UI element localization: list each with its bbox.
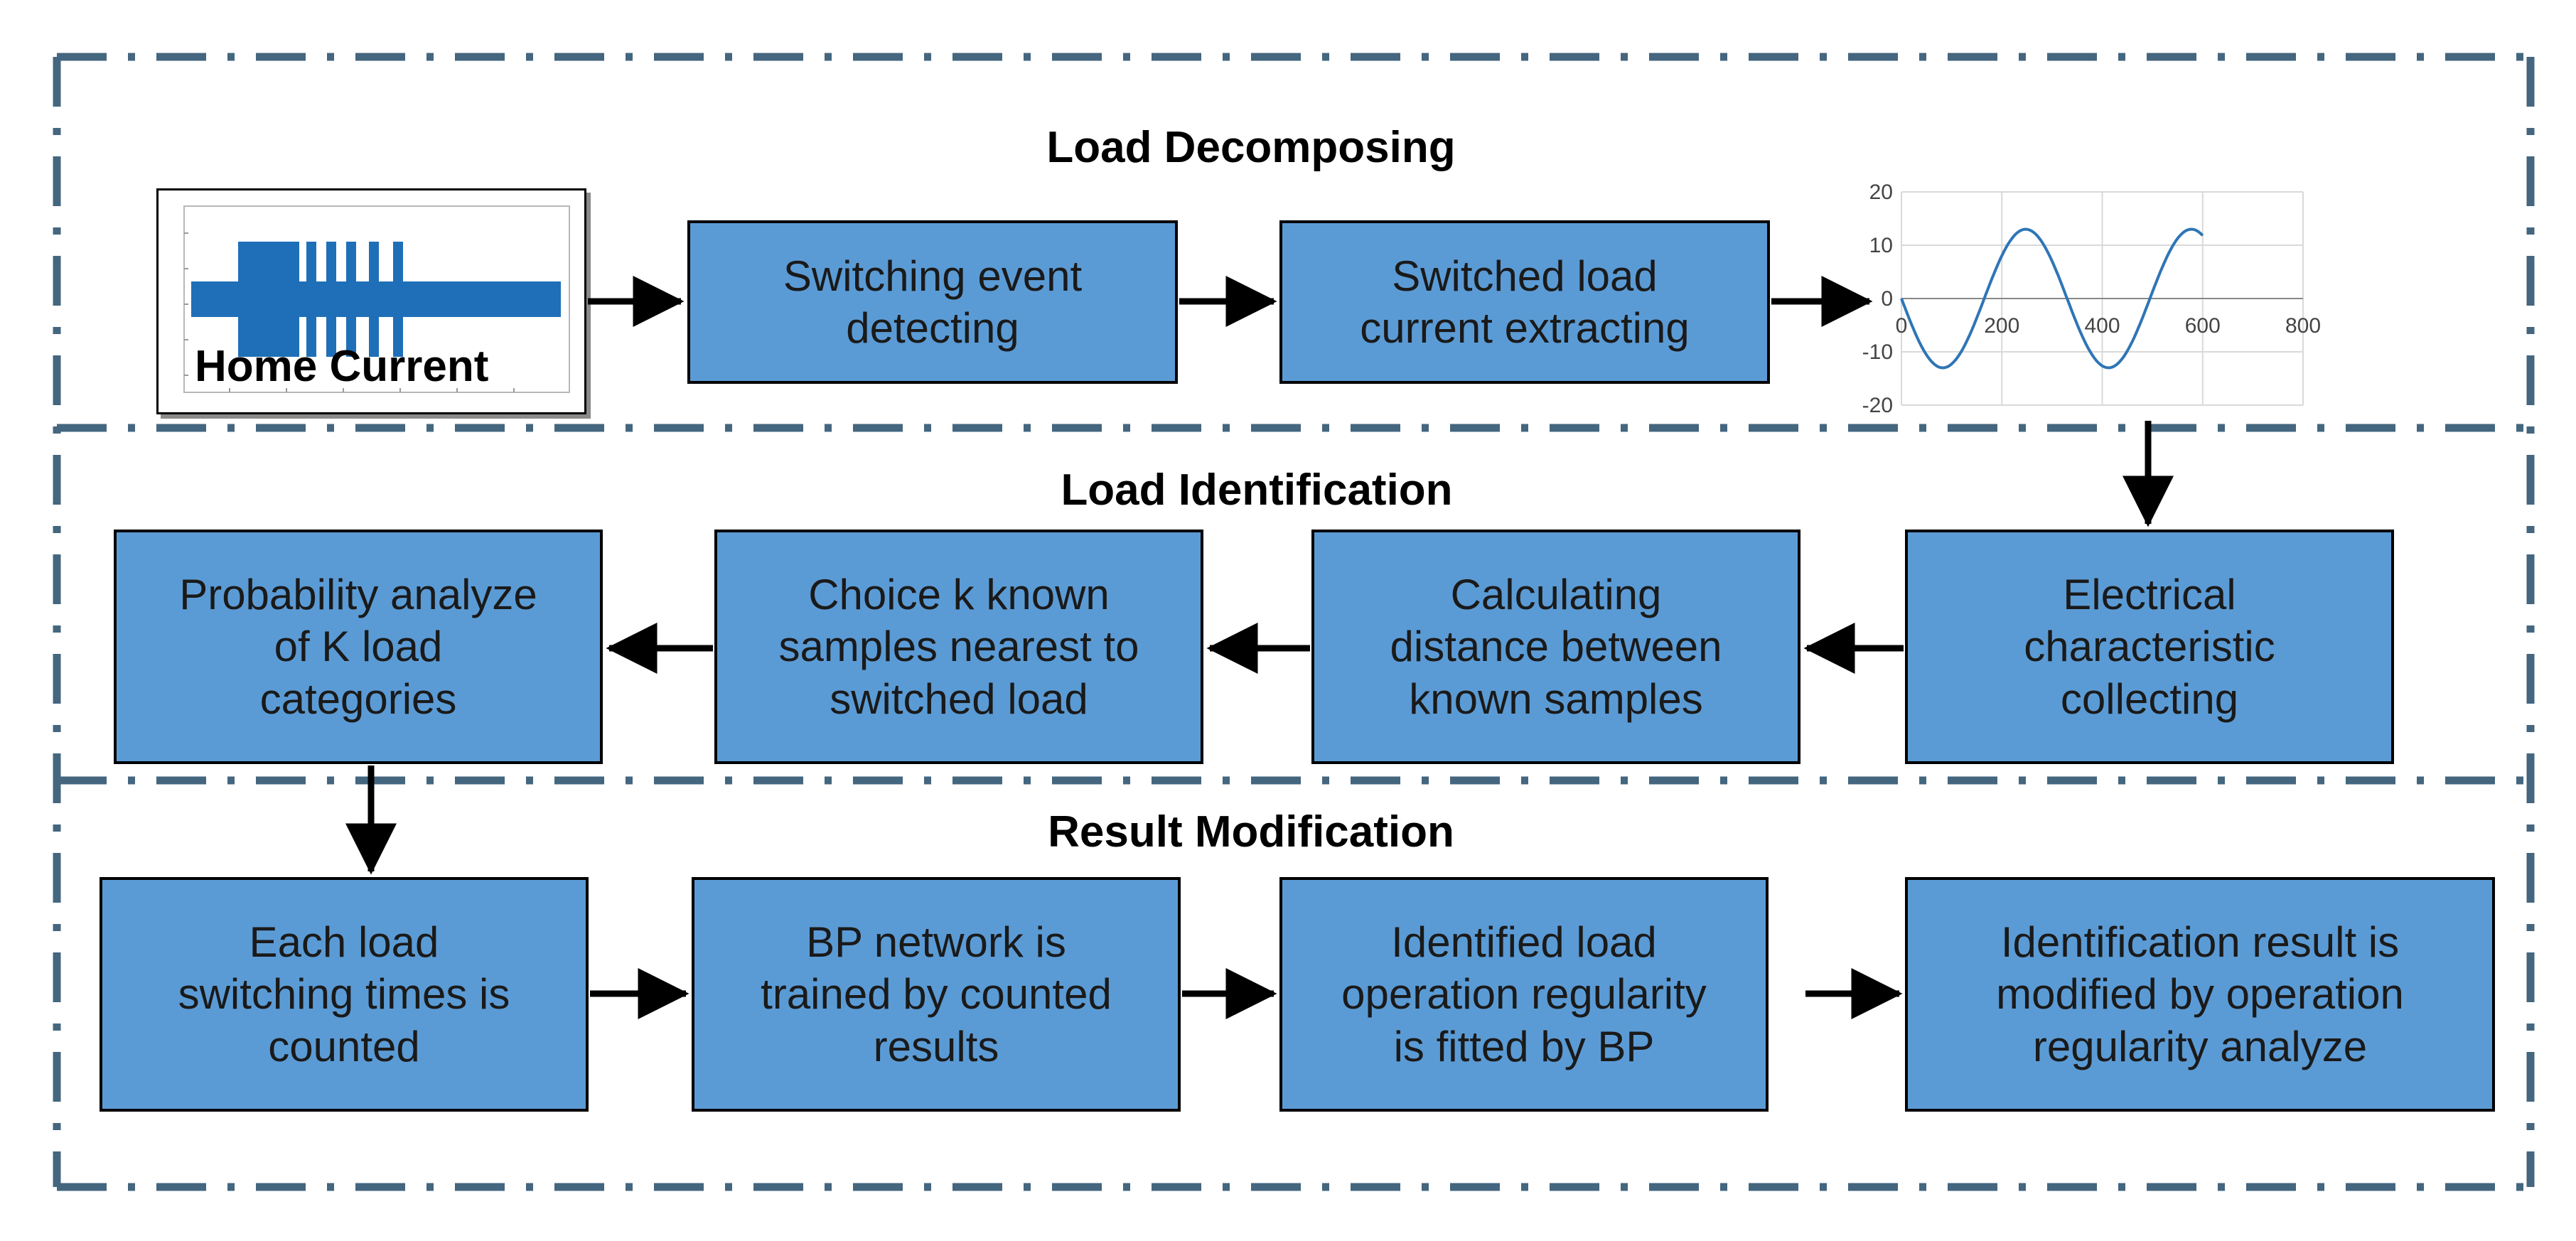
probability-analyze-box: Probability analyze of K load categories [114, 530, 603, 764]
waveform-line [1900, 227, 2204, 370]
switching-event-detecting-box: Switching event detecting [687, 220, 1178, 384]
load-switching-times-counted-box: Each load switching times is counted [100, 877, 589, 1112]
identification-result-modified-box: Identification result is modified by ope… [1905, 877, 2495, 1112]
section-title-load-decomposing: Load Decomposing [1046, 123, 1456, 172]
y-tick-label: -10 [1862, 340, 1893, 364]
switched-load-current-extracting-box: Switched load current extracting [1279, 220, 1770, 384]
y-tick-label: 0 [1881, 287, 1893, 311]
electrical-characteristic-collecting-box: Electrical characteristic collecting [1905, 530, 2394, 764]
bp-network-trained-box: BP network is trained by counted results [692, 877, 1181, 1112]
x-tick-label: 600 [2185, 314, 2221, 338]
x-tick-label: 800 [2285, 314, 2321, 338]
home-current-thumbnail [156, 188, 586, 414]
y-tick-label: 10 [1869, 234, 1893, 257]
x-tick-label: 200 [1984, 314, 2019, 338]
choice-k-known-samples-box: Choice k known samples nearest to switch… [714, 530, 1203, 764]
x-tick-label: 400 [2084, 314, 2120, 338]
y-tick-label: -20 [1862, 394, 1893, 417]
section-title-result-modification: Result Modification [1048, 807, 1454, 856]
operation-regularity-fitted-box: Identified load operation regularity is … [1279, 877, 1769, 1112]
x-tick-label: 0 [1896, 314, 1908, 338]
section-title-load-identification: Load Identification [1061, 466, 1453, 515]
calculating-distance-box: Calculating distance between known sampl… [1311, 530, 1800, 764]
y-tick-label: 20 [1869, 181, 1893, 204]
home-current-signal-plot [183, 205, 570, 393]
home-current-label: Home Current [195, 342, 489, 391]
